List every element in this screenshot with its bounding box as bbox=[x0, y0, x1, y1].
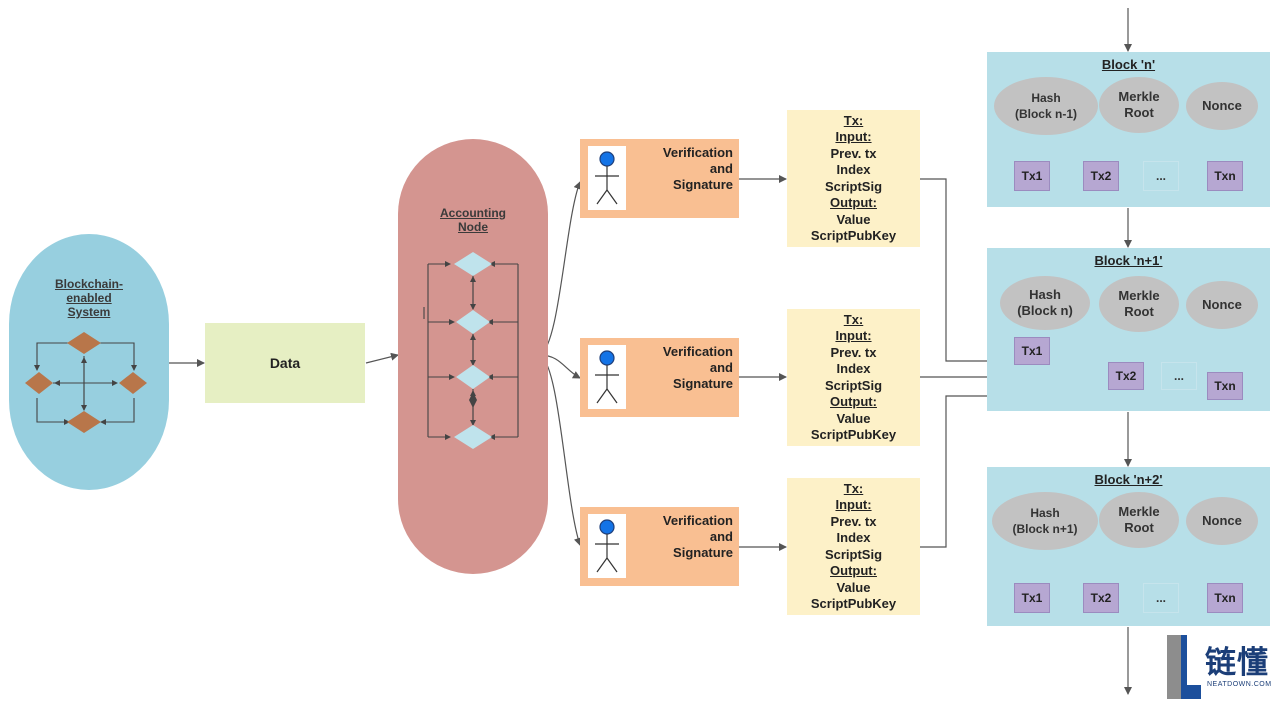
tx-scriptsig: ScriptSig bbox=[824, 178, 883, 194]
tx-box-3[interactable]: Tx: Input: Prev. tx Index ScriptSig Outp… bbox=[787, 478, 920, 615]
data-box[interactable]: Data bbox=[205, 323, 365, 403]
tx-output-label: Output: bbox=[830, 394, 877, 409]
tx-prev: Prev. tx bbox=[830, 344, 877, 360]
system-flow-graphic bbox=[25, 332, 147, 433]
block-tx-chip[interactable]: Tx1 bbox=[1014, 161, 1050, 191]
tx-scriptpubkey: ScriptPubKey bbox=[810, 427, 897, 442]
tx-output-label: Output: bbox=[830, 195, 877, 210]
block-n-plus-1[interactable]: Block 'n+1' Hash (Block n) Merkle Root N… bbox=[987, 248, 1270, 411]
arrow-data-to-accounting bbox=[365, 352, 399, 364]
blockchain-system-node[interactable]: Blockchain- enabled System bbox=[9, 234, 169, 490]
system-diamond-right bbox=[119, 372, 147, 394]
accounting-diamond-4 bbox=[454, 425, 492, 449]
tx-input-label: Input: bbox=[835, 328, 872, 343]
logo-chinese-text: 链懂 bbox=[1205, 645, 1269, 680]
hash-oval: Hash (Block n-1) bbox=[994, 77, 1098, 135]
verification-box-3[interactable]: Verification and Signature bbox=[580, 507, 739, 586]
tx-index: Index bbox=[836, 361, 871, 376]
block-tx-chip[interactable]: Tx1 bbox=[1014, 583, 1050, 613]
accounting-diamond-1 bbox=[454, 252, 492, 276]
logo-domain-text: NEATDOWN.COM bbox=[1207, 681, 1272, 688]
verification-label: Verification and Signature bbox=[662, 145, 733, 192]
block-tx-chip[interactable]: Tx2 bbox=[1083, 583, 1119, 613]
neatdown-logo[interactable]: 链懂 NEATDOWN.COM bbox=[1165, 633, 1280, 701]
block-tx-chip[interactable]: Tx2 bbox=[1083, 161, 1119, 191]
data-label: Data bbox=[269, 355, 301, 371]
tx-scriptsig: ScriptSig bbox=[824, 377, 883, 393]
block-tx-ellipsis: ... bbox=[1143, 161, 1179, 191]
tx-index: Index bbox=[836, 162, 871, 177]
hash-oval: Hash (Block n) bbox=[1000, 276, 1090, 330]
tx-output-label: Output: bbox=[830, 563, 877, 578]
block-n[interactable]: Block 'n' Hash (Block n-1) Merkle Root N… bbox=[987, 52, 1270, 207]
tx-prev: Prev. tx bbox=[830, 513, 877, 529]
accounting-node[interactable]: Accounting Node bbox=[398, 139, 548, 574]
block-title: Block 'n+2' bbox=[1094, 472, 1163, 487]
block-tx-chip[interactable]: Txn bbox=[1207, 161, 1243, 191]
stick-figure-icon bbox=[588, 514, 626, 578]
tx-value: Value bbox=[836, 579, 871, 595]
accounting-diamond-2 bbox=[456, 310, 490, 334]
nonce-oval: Nonce bbox=[1186, 497, 1258, 545]
tx-input-label: Input: bbox=[835, 129, 872, 144]
block-tx-chip[interactable]: Txn bbox=[1207, 372, 1243, 400]
block-tx-chip[interactable]: Tx2 bbox=[1108, 362, 1144, 390]
system-diamond-left bbox=[25, 372, 53, 394]
tx-scriptpubkey: ScriptPubKey bbox=[810, 228, 897, 243]
block-tx-ellipsis: ... bbox=[1143, 583, 1179, 613]
verification-box-1[interactable]: Verification and Signature bbox=[580, 139, 739, 218]
tx-input-label: Input: bbox=[835, 497, 872, 512]
block-tx-ellipsis: ... bbox=[1161, 362, 1197, 390]
block-n-plus-2[interactable]: Block 'n+2' Hash (Block n+1) Merkle Root… bbox=[987, 467, 1270, 626]
tx-box-2[interactable]: Tx: Input: Prev. tx Index ScriptSig Outp… bbox=[787, 309, 920, 446]
tx-title: Tx: bbox=[843, 311, 864, 327]
verification-box-2[interactable]: Verification and Signature bbox=[580, 338, 739, 417]
merkle-root-oval: Merkle Root bbox=[1099, 276, 1179, 332]
tx-scriptpubkey: ScriptPubKey bbox=[810, 596, 897, 611]
hash-oval: Hash (Block n+1) bbox=[992, 492, 1098, 550]
tx-box-1[interactable]: Tx: Input: Prev. tx Index ScriptSig Outp… bbox=[787, 110, 920, 247]
arrow-tx1-to-block-tx1 bbox=[920, 178, 1013, 365]
tx-value: Value bbox=[836, 410, 871, 426]
tx-index: Index bbox=[836, 530, 871, 545]
stick-figure-icon bbox=[588, 146, 626, 210]
accounting-diamond-3 bbox=[456, 365, 490, 389]
blockchain-system-title: Blockchain- enabled System bbox=[54, 277, 123, 319]
tx-prev: Prev. tx bbox=[830, 145, 877, 161]
verification-label: Verification and Signature bbox=[662, 513, 733, 560]
stick-figure-icon bbox=[588, 345, 626, 409]
tx-title: Tx: bbox=[843, 112, 864, 128]
nonce-oval: Nonce bbox=[1186, 281, 1258, 329]
nonce-oval: Nonce bbox=[1186, 82, 1258, 130]
accounting-node-title: Accounting Node bbox=[440, 206, 506, 234]
accounting-flow-graphic bbox=[423, 252, 519, 449]
logo-l-mark bbox=[1167, 635, 1201, 699]
tx-value: Value bbox=[836, 211, 871, 227]
verification-label: Verification and Signature bbox=[662, 344, 733, 391]
tx-title: Tx: bbox=[843, 480, 864, 496]
block-title: Block 'n' bbox=[1101, 57, 1156, 72]
system-diamond-top bbox=[67, 332, 101, 354]
merkle-root-oval: Merkle Root bbox=[1099, 77, 1179, 133]
system-diamond-bottom bbox=[67, 411, 101, 433]
block-title: Block 'n+1' bbox=[1094, 253, 1163, 268]
block-tx-chip[interactable]: Txn bbox=[1207, 583, 1243, 613]
merkle-root-oval: Merkle Root bbox=[1099, 492, 1179, 548]
block-tx-chip[interactable]: Tx1 bbox=[1014, 337, 1050, 365]
tx-scriptsig: ScriptSig bbox=[824, 546, 883, 562]
